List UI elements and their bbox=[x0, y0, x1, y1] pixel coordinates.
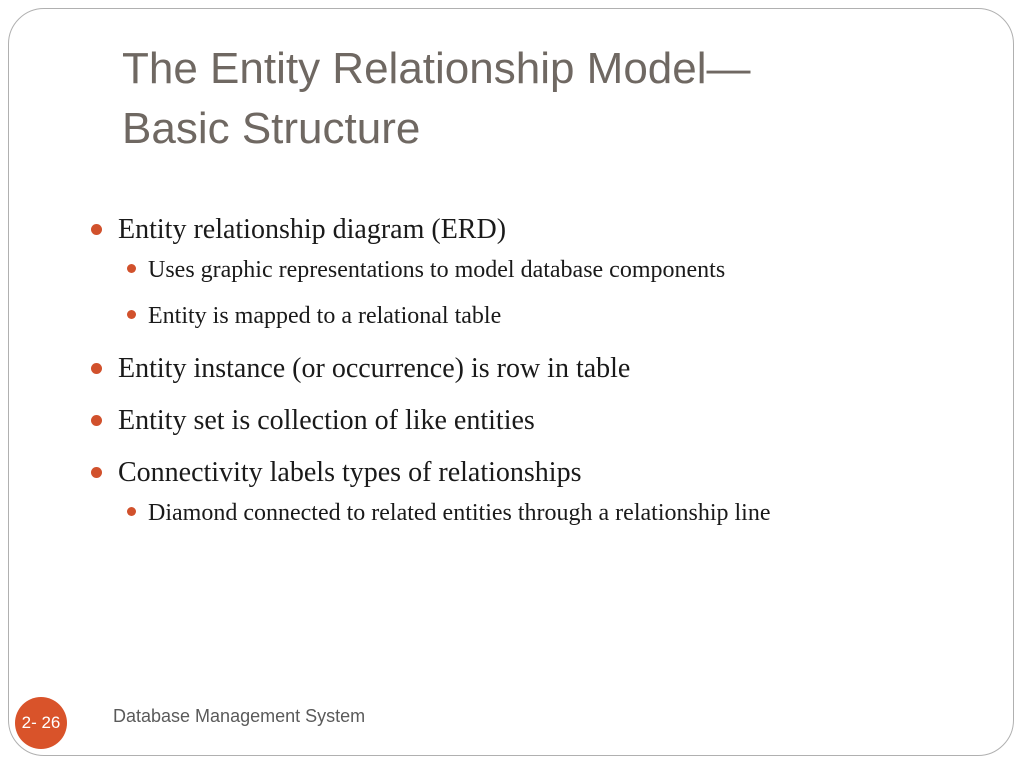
sub-bullet-entity-mapped: Entity is mapped to a relational table bbox=[88, 296, 918, 337]
slide-body: Entity relationship diagram (ERD) Uses g… bbox=[88, 210, 918, 539]
bullet-erd: Entity relationship diagram (ERD) bbox=[88, 210, 918, 250]
slide-title-line-2: Basic Structure bbox=[122, 104, 421, 153]
bullet-connectivity: Connectivity labels types of relationshi… bbox=[88, 453, 918, 493]
footer-text: Database Management System bbox=[113, 706, 366, 726]
sub-bullet-graphic-representations: Uses graphic representations to model da… bbox=[88, 250, 918, 291]
slide-title: The Entity Relationship Model— Basic Str… bbox=[122, 39, 922, 159]
page-number-badge: 2- 26 bbox=[15, 697, 67, 749]
bullet-entity-set: Entity set is collection of like entitie… bbox=[88, 401, 918, 441]
sub-bullet-diamond: Diamond connected to related entities th… bbox=[88, 493, 918, 534]
slide-title-line-1: The Entity Relationship Model— bbox=[122, 44, 751, 93]
bullet-entity-instance: Entity instance (or occurrence) is row i… bbox=[88, 349, 918, 389]
slide-frame: The Entity Relationship Model— Basic Str… bbox=[8, 8, 1014, 756]
